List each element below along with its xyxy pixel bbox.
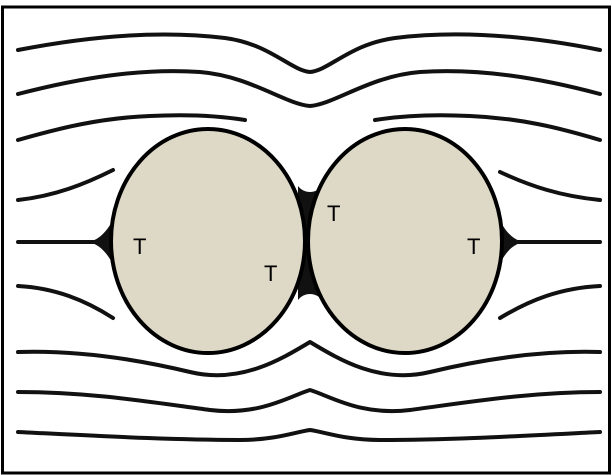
marker-label: T — [467, 234, 480, 259]
marker-label: T — [327, 201, 340, 226]
streamline — [16, 428, 602, 442]
streamline — [16, 284, 115, 320]
streamline — [16, 388, 602, 414]
streamline — [16, 113, 247, 142]
streamline — [498, 284, 602, 320]
streamline — [16, 168, 115, 202]
streamline — [16, 32, 602, 74]
streamline — [498, 170, 602, 202]
marker-label: T — [264, 261, 277, 286]
marker-label: T — [133, 234, 146, 259]
streamline — [16, 69, 602, 108]
right-cell — [306, 127, 504, 355]
left-stagnation-cusp — [88, 216, 115, 268]
left-cell — [109, 127, 307, 355]
right-stagnation-cusp — [498, 216, 524, 268]
streamline — [373, 113, 602, 142]
streamline — [16, 340, 602, 378]
